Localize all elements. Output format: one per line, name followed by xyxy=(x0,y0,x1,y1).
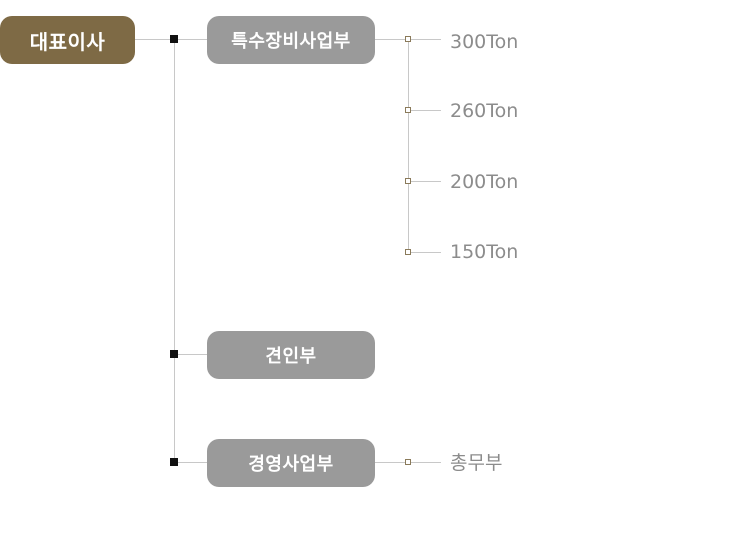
dept-box-towing: 견인부 xyxy=(207,331,375,379)
sub-label-260ton: 260Ton xyxy=(450,100,519,122)
dept-3-junction xyxy=(170,458,178,466)
dept-1-sub-connector xyxy=(375,39,408,40)
dept-1-connector xyxy=(174,39,207,40)
dept-2-connector xyxy=(174,354,207,355)
main-trunk xyxy=(174,39,175,463)
ceo-box: 대표이사 xyxy=(0,16,135,64)
dept-box-special-equipment: 특수장비사업부 xyxy=(207,16,375,64)
sub-node-marker xyxy=(405,459,411,465)
sub-node-marker xyxy=(405,36,411,42)
ceo-connector xyxy=(135,39,174,40)
sub-label-300ton: 300Ton xyxy=(450,31,519,53)
sub-label-general-affairs: 총무부 xyxy=(450,452,503,474)
sub-label-200ton: 200Ton xyxy=(450,171,519,193)
dept-label: 경영사업부 xyxy=(248,454,334,475)
dept-1-junction xyxy=(170,35,178,43)
dept-label: 특수장비사업부 xyxy=(231,31,351,52)
sub-branch xyxy=(408,110,441,111)
sub-node-marker xyxy=(405,107,411,113)
ceo-label: 대표이사 xyxy=(29,29,106,54)
dept-3-connector xyxy=(174,462,207,463)
sub-branch xyxy=(408,39,441,40)
sub-branch xyxy=(408,181,441,182)
sub-node-marker xyxy=(405,249,411,255)
sub-branch xyxy=(408,252,441,253)
dept-box-management: 경영사업부 xyxy=(207,439,375,487)
dept-2-junction xyxy=(170,350,178,358)
sub-node-marker xyxy=(405,178,411,184)
sub-label-150ton: 150Ton xyxy=(450,241,519,263)
dept-1-sub-trunk xyxy=(408,39,409,252)
dept-label: 견인부 xyxy=(265,346,317,367)
